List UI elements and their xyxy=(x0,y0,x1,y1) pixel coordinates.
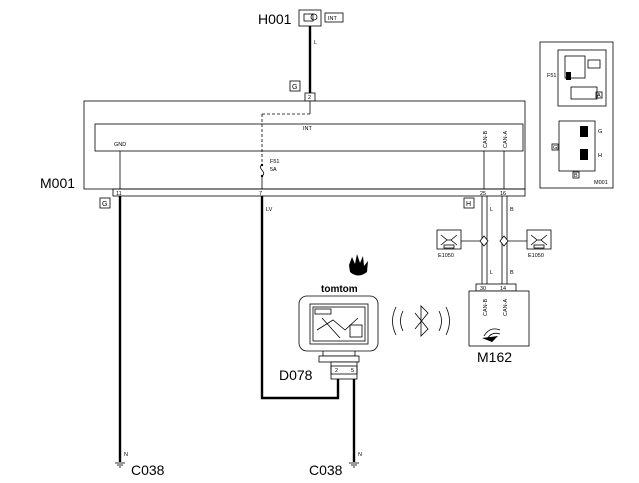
connector-g-left xyxy=(99,197,111,209)
tomtom-brand: tomtom xyxy=(321,284,358,295)
svg-text:5: 5 xyxy=(351,368,354,374)
svg-text:CAN-A: CAN-A xyxy=(503,131,509,148)
svg-text:F51: F51 xyxy=(547,73,556,79)
h001-label: H001 xyxy=(258,11,292,27)
svg-text:INT: INT xyxy=(303,126,313,132)
ground-icon-right xyxy=(349,462,359,468)
svg-text:L: L xyxy=(490,270,493,276)
svg-text:G: G xyxy=(292,84,297,91)
svg-text:G: G xyxy=(598,129,602,135)
svg-text:L: L xyxy=(314,40,317,46)
m001-pin-strip xyxy=(112,188,526,197)
bluetooth-icon xyxy=(392,305,450,337)
connector-g-top xyxy=(289,80,301,92)
connector-h-right xyxy=(463,197,475,209)
svg-text:E1050: E1050 xyxy=(438,253,454,259)
m001-label: M001 xyxy=(40,175,75,191)
h001-lamp-icon xyxy=(303,13,314,22)
ground-c038-right-label: C038 xyxy=(309,462,343,478)
e1050-right xyxy=(526,229,552,250)
wire-lv xyxy=(260,196,340,400)
svg-text:GND: GND xyxy=(114,142,126,148)
svg-text:B: B xyxy=(510,207,514,213)
m162-label: M162 xyxy=(477,349,512,365)
svg-text:16: 16 xyxy=(500,191,506,197)
svg-text:E1050: E1050 xyxy=(528,253,544,259)
inset-fuse-marker xyxy=(566,72,571,80)
svg-text:N: N xyxy=(358,452,362,458)
ground-c038-left-label: C038 xyxy=(131,462,165,478)
ground-icon-left xyxy=(115,462,125,468)
svg-text:5A: 5A xyxy=(270,167,277,173)
svg-text:H: H xyxy=(598,153,602,159)
svg-text:CAN-B: CAN-B xyxy=(483,131,489,148)
svg-text:2: 2 xyxy=(335,368,338,374)
svg-text:30: 30 xyxy=(480,286,486,292)
locator-inset: F51 G H G B A M001 xyxy=(539,41,614,189)
m162-module: CAN-B CAN-A xyxy=(468,290,530,347)
svg-text:11: 11 xyxy=(116,191,122,197)
m001-outer-box xyxy=(83,100,526,190)
svg-text:G: G xyxy=(553,145,557,151)
bluetooth-hands-free-icon xyxy=(482,328,501,342)
h001-component: H001 INT xyxy=(258,9,344,27)
junction-diamond-left xyxy=(479,235,489,247)
svg-text:A: A xyxy=(597,93,601,99)
svg-text:B: B xyxy=(510,270,514,276)
inset-conn-g-marker xyxy=(580,126,588,137)
svg-text:M001: M001 xyxy=(594,180,608,186)
svg-text:H: H xyxy=(466,201,471,208)
svg-text:CAN-A: CAN-A xyxy=(503,299,509,316)
svg-text:F51: F51 xyxy=(270,159,279,165)
fuse-f51-icon xyxy=(259,164,265,177)
e1050-left xyxy=(436,229,462,250)
navigation-screen xyxy=(312,306,366,342)
junction-diamond-right xyxy=(499,235,509,247)
h001-symbol xyxy=(298,9,322,27)
svg-text:25: 25 xyxy=(480,191,486,197)
m001-inner-bus xyxy=(94,123,524,152)
svg-text:G: G xyxy=(102,201,107,208)
d078-label: D078 xyxy=(279,367,313,383)
svg-text:L: L xyxy=(490,207,493,213)
tomtom-hand-logo-icon xyxy=(349,254,368,276)
m001-module: M001 GND INT CAN-B CAN-A F51 5A xyxy=(40,100,526,191)
svg-text:7: 7 xyxy=(259,191,262,197)
svg-text:CAN-B: CAN-B xyxy=(483,299,489,316)
svg-text:B: B xyxy=(574,173,578,179)
svg-text:2: 2 xyxy=(308,95,311,101)
h001-int-tag xyxy=(324,12,344,23)
svg-text:N: N xyxy=(124,452,128,458)
svg-text:LV: LV xyxy=(266,207,273,213)
svg-text:INT: INT xyxy=(328,16,338,22)
inset-conn-h-marker xyxy=(580,149,588,160)
d078-pin-strip xyxy=(330,365,358,375)
svg-text:14: 14 xyxy=(500,286,506,292)
